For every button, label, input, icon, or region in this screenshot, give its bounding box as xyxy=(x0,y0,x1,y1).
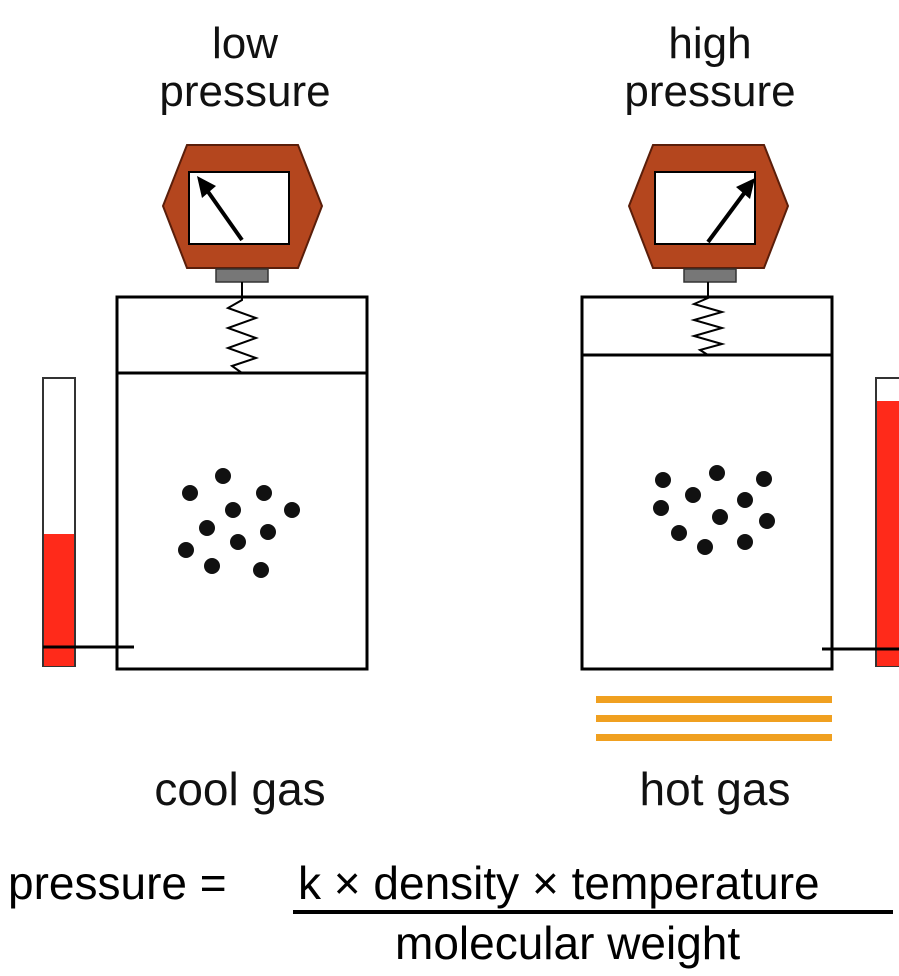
right-pressure-label: high pressure xyxy=(624,19,796,116)
flame-heat-lines-icon xyxy=(596,696,832,741)
molecule xyxy=(256,485,272,501)
molecule xyxy=(737,534,753,550)
molecule xyxy=(653,500,669,516)
molecule xyxy=(284,502,300,518)
molecule xyxy=(671,525,687,541)
left-thermometer-icon xyxy=(42,377,134,667)
molecule xyxy=(260,524,276,540)
equation-lhs: pressure = xyxy=(8,857,227,909)
molecule xyxy=(215,468,231,484)
molecule xyxy=(253,562,269,578)
molecule xyxy=(204,558,220,574)
molecule xyxy=(199,520,215,536)
molecule xyxy=(182,485,198,501)
right-thermometer-icon xyxy=(822,377,899,667)
equation-denominator: molecular weight xyxy=(395,917,741,969)
right-molecules xyxy=(653,465,775,555)
right-caption: hot gas xyxy=(639,763,791,815)
right-pressure-gauge-icon xyxy=(627,144,790,283)
molecule xyxy=(712,509,728,525)
left-molecules xyxy=(178,468,300,578)
molecule xyxy=(685,487,701,503)
molecule xyxy=(759,513,775,529)
molecule xyxy=(225,502,241,518)
molecule xyxy=(178,542,194,558)
molecule xyxy=(756,471,772,487)
left-spring-icon xyxy=(225,282,260,374)
left-pressure-gauge-icon xyxy=(161,144,324,283)
equation-numerator: k × density × temperature xyxy=(298,857,820,909)
molecule xyxy=(709,465,725,481)
fraction-bar xyxy=(293,910,893,914)
right-container xyxy=(580,295,834,671)
molecule xyxy=(655,472,671,488)
left-caption: cool gas xyxy=(154,763,326,815)
molecule xyxy=(230,534,246,550)
left-container xyxy=(115,295,369,671)
molecule xyxy=(697,539,713,555)
molecule xyxy=(737,492,753,508)
right-apparatus xyxy=(580,144,899,741)
left-apparatus xyxy=(42,144,369,671)
right-spring-icon xyxy=(690,282,726,356)
left-pressure-label: low pressure xyxy=(159,19,331,116)
